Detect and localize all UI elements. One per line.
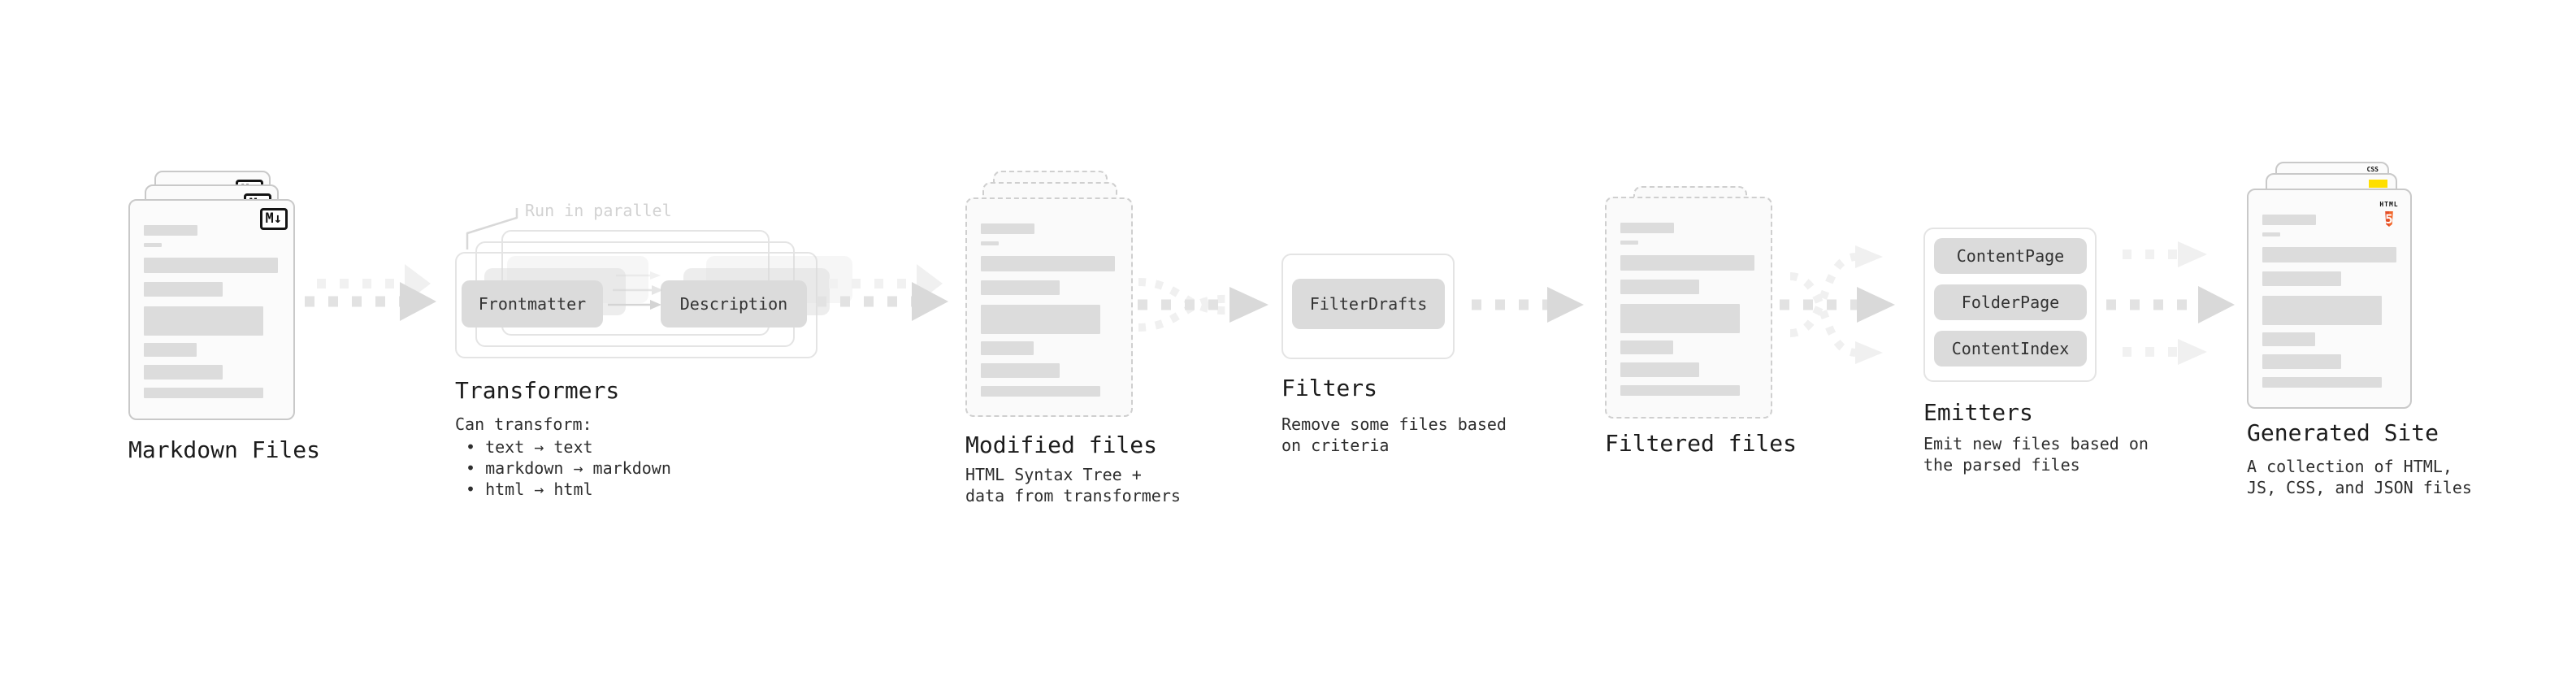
flow-arrow-merge-to-filters <box>1138 278 1268 332</box>
transformers-bullet-list: • text → text • markdown → markdown • ht… <box>466 436 671 500</box>
filter-box-filterdrafts: FilterDrafts <box>1292 279 1445 329</box>
run-in-parallel-note: Run in parallel <box>525 201 672 220</box>
stage-title-generated-site: Generated Site <box>2247 419 2439 446</box>
js-icon <box>2369 180 2387 188</box>
html5-icon: HTML 5 <box>2377 194 2401 229</box>
flow-arrows-emitters-to-site <box>2106 241 2235 365</box>
stage-title-filtered-files: Filtered files <box>1605 430 1798 457</box>
markdown-file-card-front: M↓ <box>128 199 295 420</box>
flow-arrow-markdown-to-transformers <box>305 264 436 321</box>
filtered-file-card-front <box>1605 197 1772 419</box>
site-file-card-html: HTML 5 <box>2247 189 2412 409</box>
stage-title-transformers: Transformers <box>455 377 620 404</box>
stage-title-markdown-files: Markdown Files <box>128 436 321 463</box>
emitter-box-folderpage: FolderPage <box>1934 284 2087 320</box>
annotation-leader-line <box>466 208 518 249</box>
bullet-item: • html → html <box>466 479 593 499</box>
generated-site-desc: A collection of HTML, JS, CSS, and JSON … <box>2247 457 2472 497</box>
modified-file-card-front <box>965 197 1133 417</box>
markdown-icon: M↓ <box>259 208 288 230</box>
emitter-box-contentpage: ContentPage <box>1934 238 2087 274</box>
html5-icon-shield: 5 <box>2385 211 2393 227</box>
emitter-box-contentindex: ContentIndex <box>1934 331 2087 367</box>
transformers-desc-heading: Can transform: <box>455 414 592 434</box>
flow-arrow-filters-to-filtered <box>1472 287 1584 323</box>
flow-arrow-branch-to-emitters <box>1780 245 1895 364</box>
stage-title-filters: Filters <box>1281 375 1378 401</box>
bullet-item: • text → text <box>466 437 593 457</box>
html5-icon-word: HTML <box>2379 201 2399 208</box>
filters-desc: Remove some files based on criteria <box>1281 414 1507 455</box>
emitters-desc: Emit new files based on the parsed files <box>1923 434 2149 475</box>
stage-title-modified-files: Modified files <box>965 432 1158 458</box>
flow-arrow-transformers-to-modified <box>817 264 948 321</box>
transformer-box-frontmatter: Frontmatter <box>462 280 603 327</box>
transformer-box-description: Description <box>661 280 807 327</box>
stage-title-emitters: Emitters <box>1923 399 2033 426</box>
bullet-item: • markdown → markdown <box>466 458 671 478</box>
parallel-arrows-icon <box>608 271 663 310</box>
modified-files-desc: HTML Syntax Tree + data from transformer… <box>965 465 1181 505</box>
